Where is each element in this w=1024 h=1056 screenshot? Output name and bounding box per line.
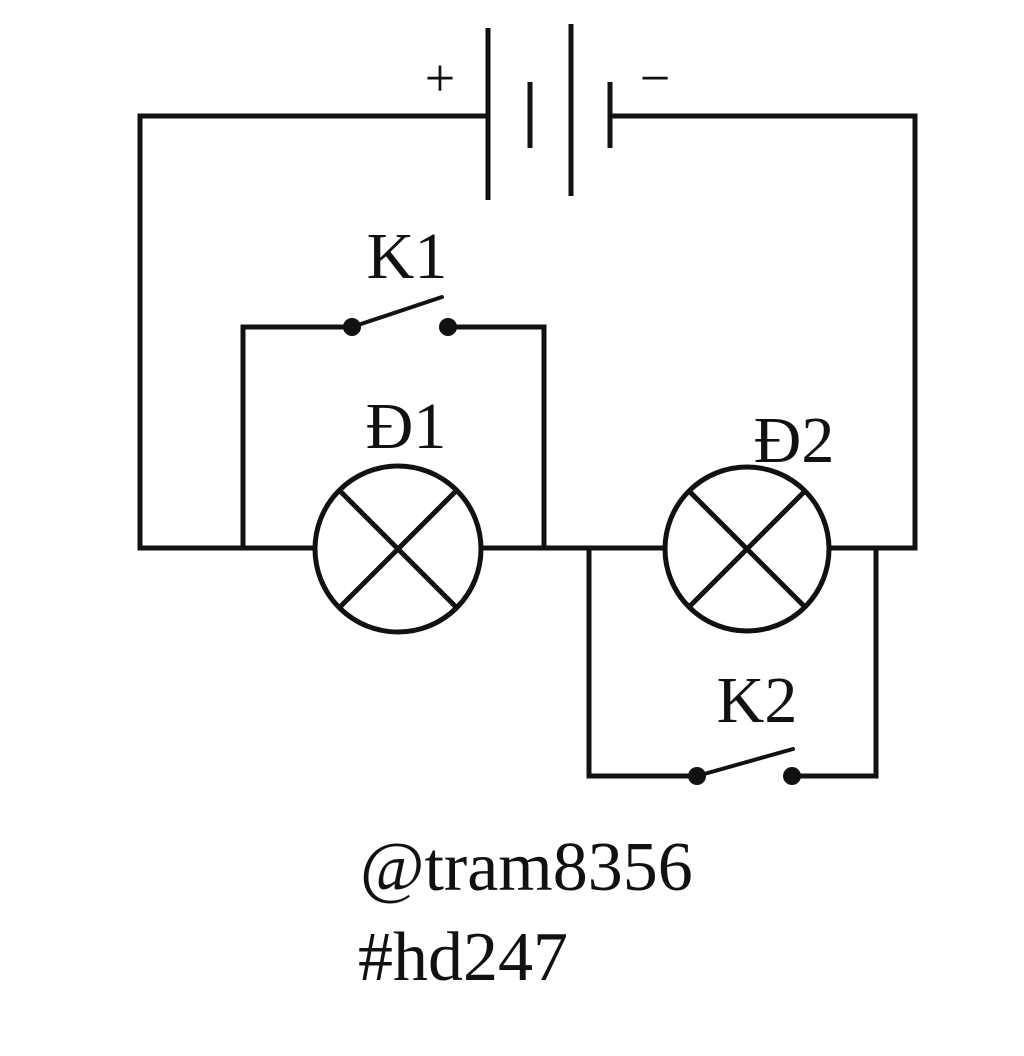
- k2-label: K2: [717, 664, 798, 737]
- lamp-d1-label: Đ1: [366, 390, 447, 463]
- switch-k2: K2: [586, 545, 879, 785]
- outer-wires: [137, 113, 918, 551]
- k1-lever: [350, 295, 444, 329]
- k2-lever: [695, 747, 795, 778]
- battery-negative-sign: −: [640, 48, 670, 108]
- k1-label: K1: [367, 220, 448, 293]
- hashtag: #hd247: [358, 919, 568, 996]
- lamp-d2: Đ2: [662, 404, 835, 634]
- credits: @tram8356 #hd247: [358, 829, 693, 996]
- k1-contact-right: [439, 318, 457, 336]
- battery-positive-sign: +: [425, 48, 455, 108]
- author-handle: @tram8356: [360, 829, 693, 906]
- lamp-d2-label: Đ2: [754, 404, 835, 477]
- k2-contact-right: [783, 767, 801, 785]
- lamp-d2-cross-2: [687, 489, 807, 609]
- switch-k1: K1: [240, 220, 547, 551]
- battery: + −: [425, 24, 670, 200]
- lamp-d1-cross-2: [337, 488, 459, 610]
- lamp-d1: Đ1: [312, 390, 484, 635]
